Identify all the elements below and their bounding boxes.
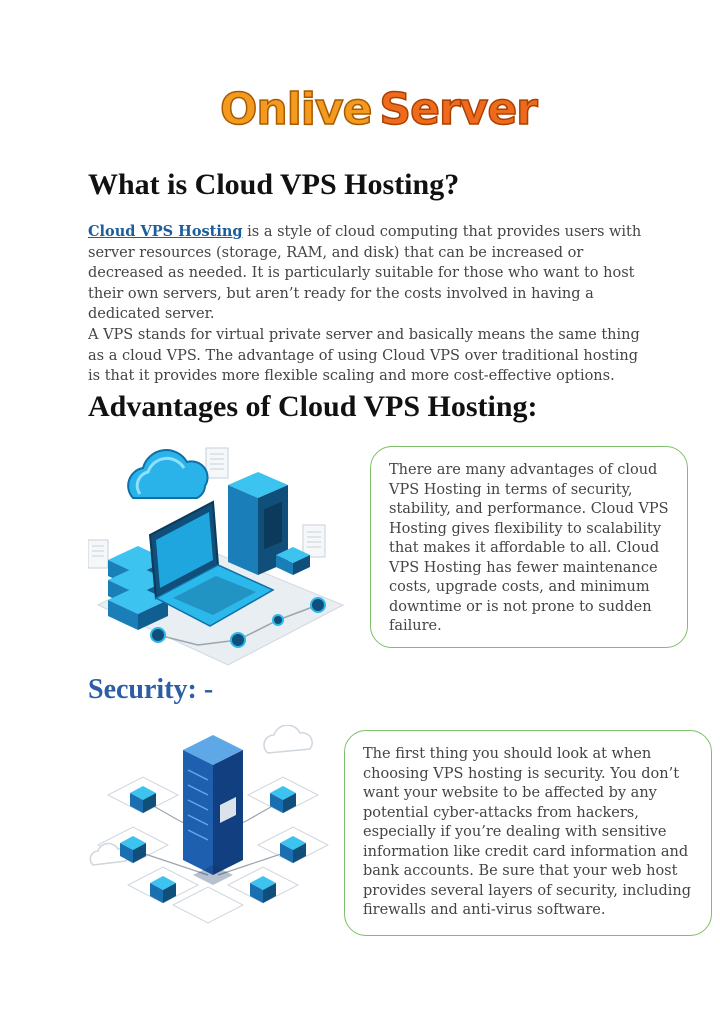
cloud-vps-hosting-link[interactable]: Cloud VPS Hosting [88, 223, 243, 240]
server-tower-icon [183, 735, 243, 885]
advantages-text-box: There are many advantages of cloud VPS H… [370, 446, 688, 648]
brand-word-2: Server [379, 83, 539, 136]
heading-what-is-cloud-vps: What is Cloud VPS Hosting? [88, 168, 460, 201]
heading-security: Security: - [88, 674, 214, 705]
security-text-box: The first thing you should look at when … [344, 730, 712, 936]
server-security-illustration [89, 725, 330, 924]
intro-p1-text: is a style of cloud computing that provi… [88, 224, 642, 323]
server-stack-icon [108, 546, 168, 630]
intro-p1: Cloud VPS Hosting is a style of cloud co… [88, 222, 648, 325]
heading-advantages: Advantages of Cloud VPS Hosting: [88, 390, 538, 423]
laptop-icon [148, 500, 275, 627]
node-box-icons [120, 786, 306, 903]
network-node-icons [150, 597, 326, 648]
intro-paragraph: Cloud VPS Hosting is a style of cloud co… [88, 222, 648, 387]
intro-p2: A VPS stands for virtual private server … [88, 326, 640, 385]
document-lines-icon [88, 447, 326, 569]
cloud-icon [127, 449, 209, 499]
cloud-hosting-illustration [88, 447, 345, 666]
brand-word-1: Onlive [219, 83, 373, 136]
tower-server-icon [228, 472, 310, 575]
